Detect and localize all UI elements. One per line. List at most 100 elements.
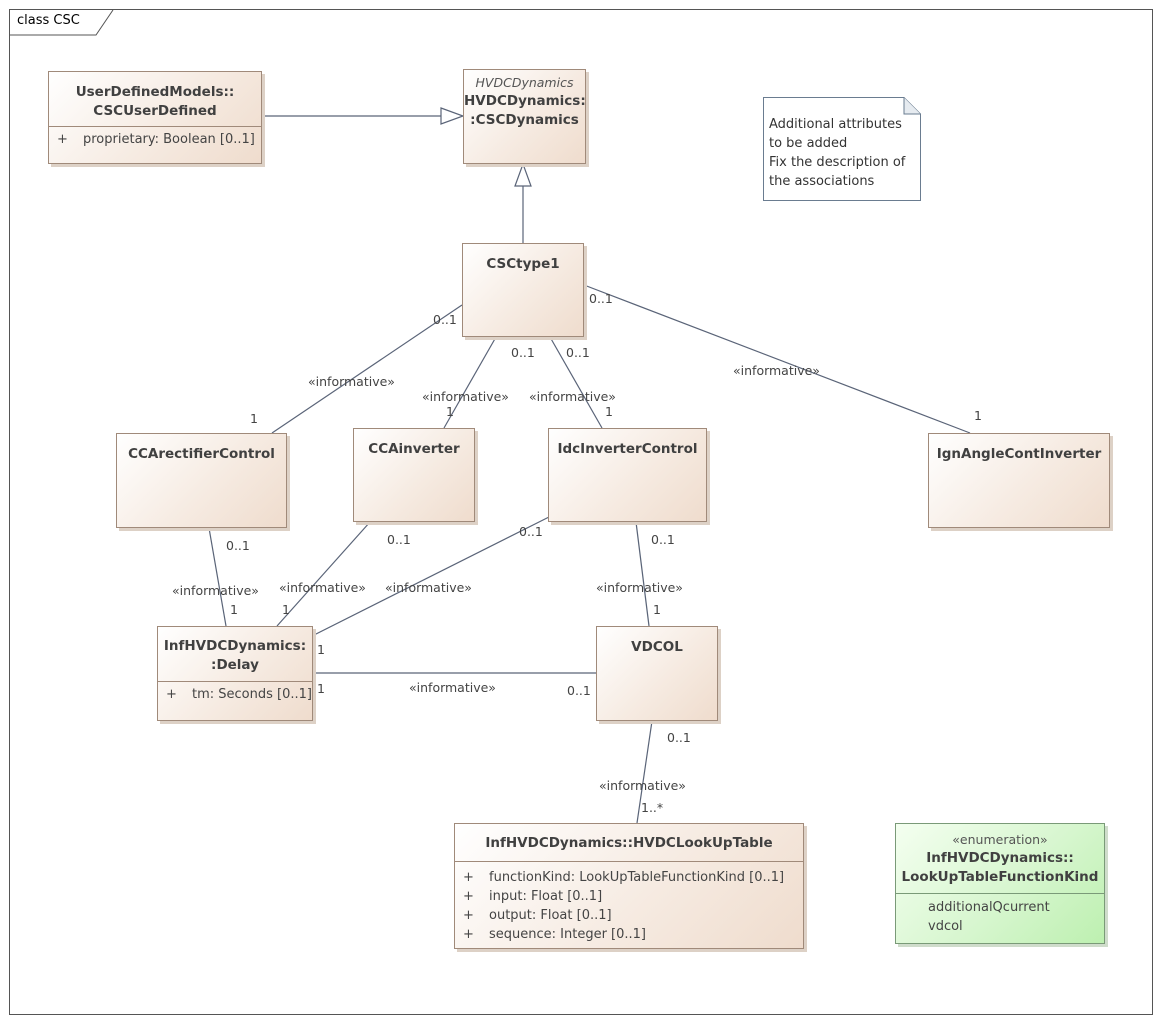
attribute-text: output: Float [0..1] (489, 908, 612, 923)
stereotype-label: «informative» (172, 583, 259, 598)
class-stereotype: «enumeration» (952, 832, 1048, 847)
class-title: CCArectifierControl (128, 446, 275, 462)
multiplicity-label: 0..1 (566, 345, 590, 360)
class-title: InfHVDCDynamics: (163, 638, 307, 654)
attribute-row[interactable]: + output: Float [0..1] (463, 906, 803, 925)
note-line: to be added (769, 136, 848, 151)
attribute-text: input: Float [0..1] (489, 889, 603, 904)
generalization-arrowhead (514, 162, 532, 187)
stereotype-label: «informative» (596, 580, 683, 595)
stereotype-label: «informative» (279, 580, 366, 595)
class-title: InfHVDCDynamics:: (926, 850, 1074, 866)
class-cca-inverter[interactable]: CCAinverter (353, 428, 475, 522)
multiplicity-label: 1 (605, 404, 613, 419)
attribute-text: sequence: Integer [0..1] (489, 927, 647, 942)
class-csctype1[interactable]: CSCtype1 (462, 243, 584, 337)
enum-lookup-table-function-kind[interactable]: «enumeration» InfHVDCDynamics:: LookUpTa… (895, 823, 1105, 944)
class-title: HVDCDynamics: (464, 93, 586, 109)
generalization-arrowhead (440, 107, 465, 125)
multiplicity-label: 0..1 (511, 345, 535, 360)
class-delay[interactable]: InfHVDCDynamics: :Delay + tm: Seconds [0… (157, 626, 313, 721)
multiplicity-label: 1 (230, 602, 238, 617)
class-csc-user-defined[interactable]: UserDefinedModels:: CSCUserDefined + pro… (48, 71, 262, 164)
note-outline (763, 97, 921, 201)
stereotype-label: «informative» (529, 389, 616, 404)
frame-tab (10, 10, 114, 36)
multiplicity-label: 1 (282, 602, 290, 617)
class-title: InfHVDCDynamics::HVDCLookUpTable (485, 835, 773, 851)
assoc-vdcol-lookup[interactable] (636, 720, 653, 824)
attribute-row[interactable]: + functionKind: LookUpTableFunctionKind … (463, 868, 803, 887)
assoc-csctype1-ccarectifier[interactable] (271, 304, 463, 434)
attribute-text: functionKind: LookUpTableFunctionKind [0… (489, 870, 785, 885)
stereotype-label: «informative» (599, 778, 686, 793)
class-title: IdcInverterControl (557, 441, 698, 457)
enum-literal[interactable]: vdcol (928, 919, 963, 934)
public-visibility-icon: + (463, 927, 474, 942)
public-visibility-icon: + (166, 687, 177, 702)
multiplicity-label: 1 (446, 404, 454, 419)
note-line: Additional attributes (769, 117, 902, 132)
class-hvdc-lookup-table[interactable]: InfHVDCDynamics::HVDCLookUpTable + funct… (454, 823, 804, 949)
stereotype-label: «informative» (409, 680, 496, 695)
multiplicity-label: 0..1 (667, 730, 691, 745)
assoc-csctype1-ccainverter[interactable] (443, 336, 497, 429)
attribute-row[interactable]: + input: Float [0..1] (463, 887, 803, 906)
class-title: UserDefinedModels:: (75, 84, 235, 100)
multiplicity-label: 1 (974, 408, 982, 423)
assoc-ccarectifier-delay[interactable] (208, 527, 227, 627)
note-line: the associations (769, 174, 875, 189)
class-title: CSCtype1 (486, 256, 560, 272)
note-text: Additional attributes to be added Fix th… (769, 115, 905, 191)
multiplicity-label: 0..1 (387, 532, 411, 547)
multiplicity-label: 0..1 (567, 683, 591, 698)
class-title: :CSCDynamics (470, 112, 579, 128)
public-visibility-icon: + (463, 889, 474, 904)
class-stereotype: HVDCDynamics (475, 75, 574, 90)
class-csc-dynamics[interactable]: HVDCDynamics HVDCDynamics: :CSCDynamics (463, 69, 586, 164)
diagram-frame: class CSC (9, 9, 1153, 1015)
note-line: Fix the description of (769, 155, 906, 170)
multiplicity-label: 1 (250, 411, 258, 426)
public-visibility-icon: + (463, 870, 474, 885)
assoc-ccainverter-delay[interactable] (276, 521, 371, 627)
note[interactable]: Additional attributes to be added Fix th… (763, 97, 921, 201)
class-title: IgnAngleContInverter (936, 446, 1102, 462)
multiplicity-label: 1 (317, 642, 325, 657)
stereotype-label: «informative» (733, 363, 820, 378)
class-title: VDCOL (631, 639, 683, 655)
class-title: CCAinverter (368, 441, 460, 457)
multiplicity-label: 0..1 (226, 538, 250, 553)
multiplicity-label: 0..1 (519, 524, 543, 539)
class-vdcol[interactable]: VDCOL (596, 626, 718, 721)
class-idc-inverter-control[interactable]: IdcInverterControl (548, 428, 707, 522)
class-ign-angle-cont-inverter[interactable]: IgnAngleContInverter (928, 433, 1110, 528)
enum-literal[interactable]: additionalQcurrent (928, 900, 1050, 915)
attribute-row[interactable]: + proprietary: Boolean [0..1] (57, 130, 261, 149)
assoc-idcinverter-vdcol[interactable] (635, 521, 650, 627)
multiplicity-label: 1..* (641, 800, 664, 815)
attribute-text: tm: Seconds [0..1] (192, 687, 312, 702)
stereotype-label: «informative» (308, 374, 395, 389)
assoc-csctype1-idcinverter[interactable] (549, 336, 603, 429)
attribute-row[interactable]: + tm: Seconds [0..1] (166, 685, 312, 704)
class-title: :Delay (211, 657, 259, 673)
attribute-row[interactable]: + sequence: Integer [0..1] (463, 925, 803, 944)
multiplicity-label: 1 (653, 602, 661, 617)
assoc-idcinverter-delay[interactable] (311, 516, 550, 637)
class-cca-rectifier-control[interactable]: CCArectifierControl (116, 433, 287, 528)
assoc-csctype1-ignangle[interactable] (583, 284, 971, 434)
stereotype-label: «informative» (385, 580, 472, 595)
multiplicity-label: 0..1 (651, 532, 675, 547)
multiplicity-label: 0..1 (433, 312, 457, 327)
stereotype-label: «informative» (422, 389, 509, 404)
multiplicity-label: 0..1 (589, 291, 613, 306)
public-visibility-icon: + (57, 132, 68, 147)
multiplicity-label: 1 (317, 681, 325, 696)
class-title: CSCUserDefined (93, 103, 217, 119)
class-title: LookUpTableFunctionKind (901, 869, 1099, 885)
attribute-text: proprietary: Boolean [0..1] (83, 132, 255, 147)
frame-title: class CSC (17, 13, 80, 28)
public-visibility-icon: + (463, 908, 474, 923)
